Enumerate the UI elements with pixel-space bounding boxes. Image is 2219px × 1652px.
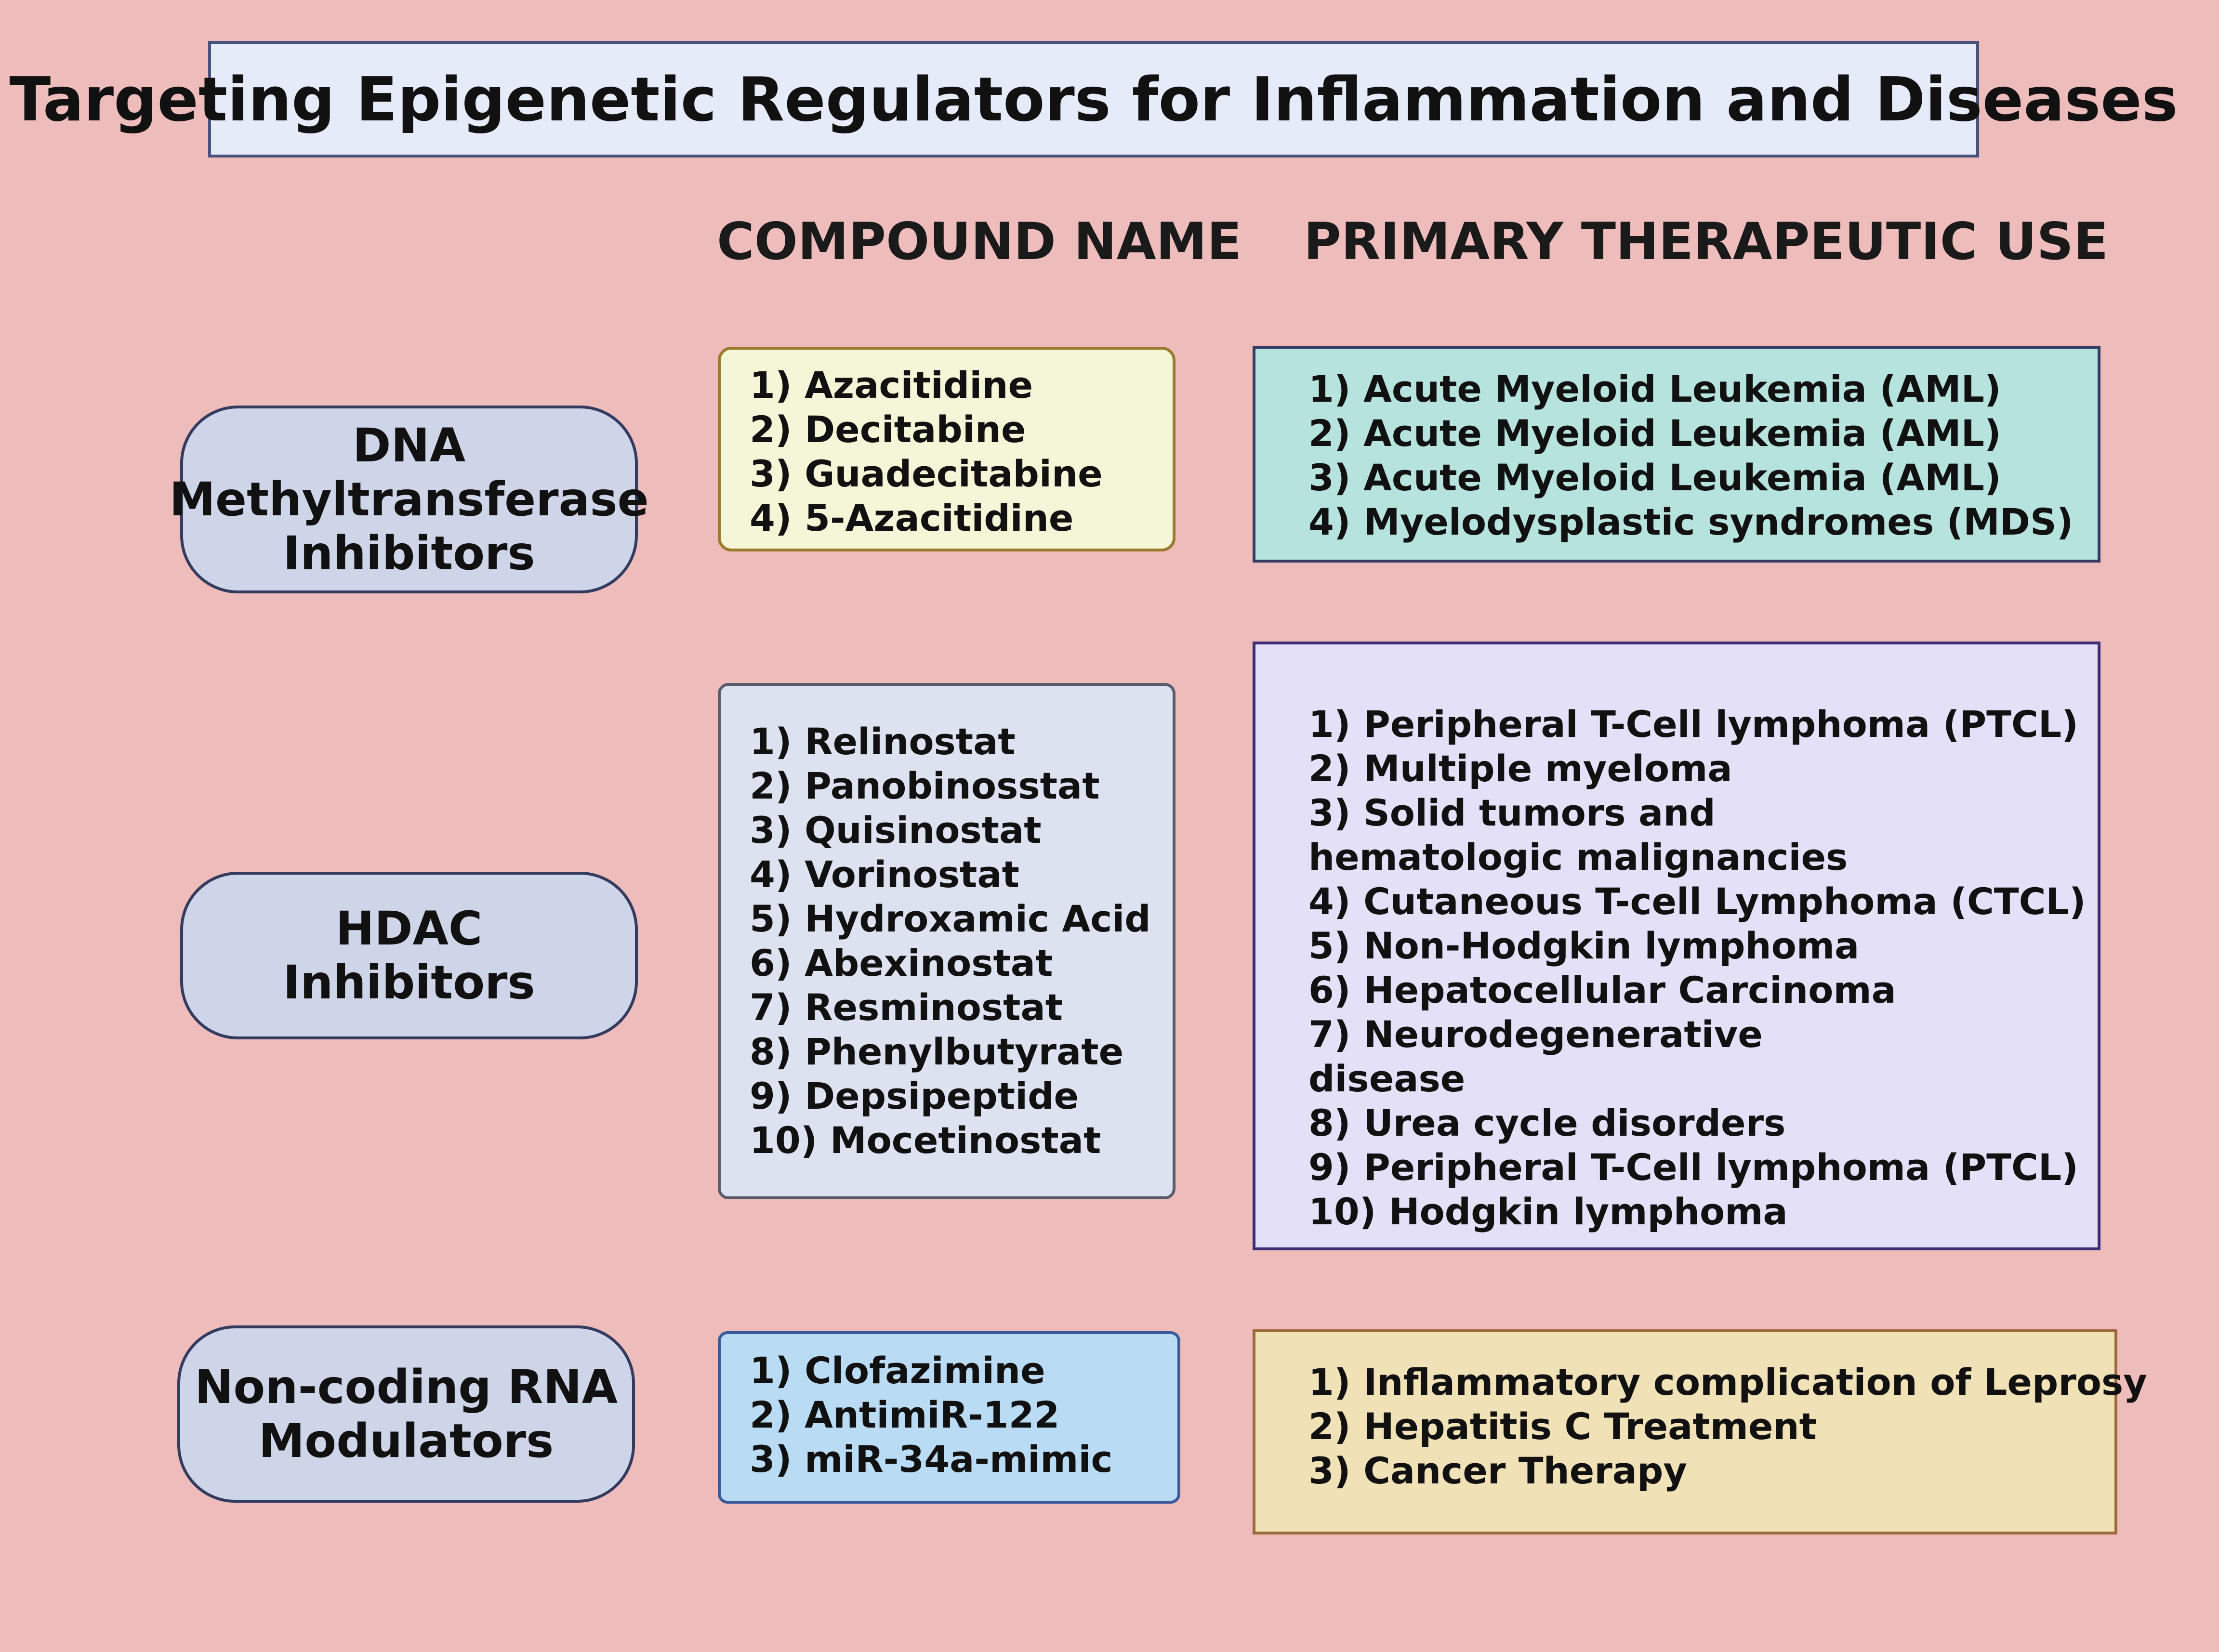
compound-item: 1) Clofazimine — [750, 1349, 1045, 1392]
compound-item: 1) Relinostat — [750, 720, 1016, 763]
use-item: 1) Peripheral T-Cell lymphoma (PTCL) — [1308, 703, 2078, 746]
compound-item: 3) Guadecitabine — [750, 452, 1103, 495]
ncrna-therapeutic-use-box: 1) Inflammatory complication of Leprosy … — [1253, 1329, 2147, 1534]
compound-item: 8) Phenylbutyrate — [750, 1030, 1124, 1073]
use-item: 9) Peripheral T-Cell lymphoma (PTCL) — [1308, 1146, 2078, 1189]
category-line: HDAC — [335, 902, 483, 956]
use-item: 3) Acute Myeloid Leukemia (AML) — [1308, 456, 2001, 499]
use-item: 1) Acute Myeloid Leukemia (AML) — [1308, 367, 2001, 410]
compound-item: 4) 5-Azacitidine — [750, 497, 1074, 539]
use-item: 4) Myelodysplastic syndromes (MDS) — [1308, 500, 2074, 543]
compound-item: 6) Abexinostat — [750, 942, 1053, 984]
compound-item: 3) Quisinostat — [750, 809, 1042, 852]
compound-item: 5) Hydroxamic Acid — [750, 897, 1151, 940]
use-item: 3) Solid tumors and hematologic malignan… — [1308, 791, 1848, 878]
use-item: 3) Cancer Therapy — [1308, 1449, 1687, 1492]
category-hdac-inhibitors: HDAC Inhibitors — [180, 872, 638, 1039]
compound-item: 7) Resminostat — [750, 986, 1063, 1029]
category-line: Methyltransferase — [169, 472, 649, 526]
use-item: 1) Inflammatory complication of Leprosy — [1308, 1361, 2147, 1403]
category-dna-methyltransferase-inhibitors: DNA Methyltransferase Inhibitors — [169, 406, 649, 593]
use-item: 2) Multiple myeloma — [1308, 747, 1732, 790]
compound-item: 3) miR-34a-mimic — [750, 1438, 1113, 1481]
figure-title: Targeting Epigenetic Regulators for Infl… — [9, 41, 2178, 157]
compound-item: 10) Mocetinostat — [750, 1119, 1101, 1162]
compound-item: 1) Azacitidine — [750, 364, 1033, 406]
ncrna-compound-list-box: 1) Clofazimine 2) AntimiR-122 3) miR-34a… — [718, 1331, 1180, 1504]
dnmt-compound-list-box: 1) Azacitidine 2) Decitabine 3) Guadecit… — [718, 347, 1176, 551]
use-item: 4) Cutaneous T-cell Lymphoma (CTCL) — [1308, 880, 2086, 923]
use-item: 5) Non-Hodgkin lymphoma — [1308, 924, 1860, 967]
use-item: 8) Urea cycle disorders — [1308, 1101, 1786, 1144]
compound-item: 4) Vorinostat — [750, 853, 1019, 896]
hdac-therapeutic-use-box: 1) Peripheral T-Cell lymphoma (PTCL) 2) … — [1253, 642, 2100, 1250]
header-therapeutic-use: PRIMARY THERAPEUTIC USE — [1304, 212, 2109, 271]
header-compound-name: COMPOUND NAME — [717, 212, 1242, 271]
hdac-compound-list-box: 1) Relinostat 2) Panobinosstat 3) Quisin… — [718, 683, 1176, 1199]
category-line: Inhibitors — [283, 956, 535, 1010]
compound-item: 2) AntimiR-122 — [750, 1393, 1060, 1436]
category-line: DNA — [352, 419, 466, 472]
compound-item: 2) Decitabine — [750, 408, 1026, 451]
use-item: 7) Neurodegenerative disease — [1308, 1013, 1763, 1100]
category-line: Non-coding RNA — [194, 1360, 618, 1414]
compound-item: 9) Depsipeptide — [750, 1075, 1079, 1117]
category-line: Inhibitors — [283, 526, 535, 580]
dnmt-therapeutic-use-box: 1) Acute Myeloid Leukemia (AML) 2) Acute… — [1253, 346, 2100, 563]
use-item: 2) Acute Myeloid Leukemia (AML) — [1308, 412, 2001, 455]
compound-item: 2) Panobinosstat — [750, 764, 1100, 807]
category-line: Modulators — [258, 1414, 554, 1468]
use-item: 10) Hodgkin lymphoma — [1308, 1190, 1788, 1233]
category-non-coding-rna-modulators: Non-coding RNA Modulators — [177, 1325, 635, 1503]
use-item: 2) Hepatitis C Treatment — [1308, 1405, 1817, 1448]
use-item: 6) Hepatocellular Carcinoma — [1308, 969, 1896, 1011]
